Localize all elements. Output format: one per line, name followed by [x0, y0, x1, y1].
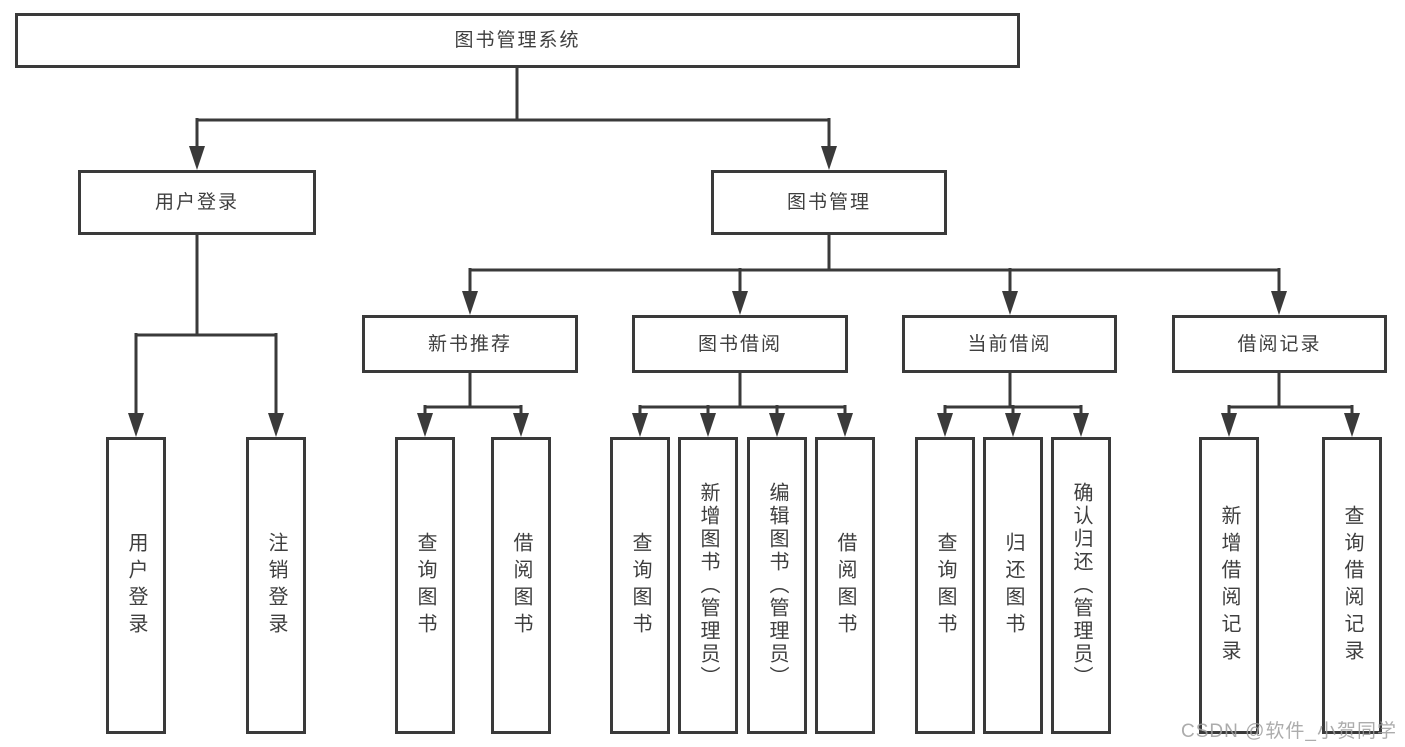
leaf-query-borrow-record: 查询借阅记录	[1322, 437, 1382, 734]
leaf-return-book: 归还图书	[983, 437, 1043, 734]
arrow-down-icon	[632, 413, 648, 437]
csdn-watermark: CSDN @软件_小贺同学	[1181, 721, 1397, 742]
node-book-borrow: 图书借阅	[632, 315, 848, 373]
arrow-down-icon	[1073, 413, 1089, 437]
leaf-logout: 注销登录	[246, 437, 306, 734]
arrow-down-icon	[937, 413, 953, 437]
node-book-management: 图书管理	[711, 170, 947, 235]
arrow-down-icon	[1221, 413, 1237, 437]
arrow-down-icon	[1344, 413, 1360, 437]
arrow-down-icon	[769, 413, 785, 437]
leaf-confirm-return-admin: 确认归还（管理员）	[1051, 437, 1111, 734]
arrow-down-icon	[128, 413, 144, 437]
arrow-down-icon	[821, 146, 837, 170]
leaf-borrow-book: 借阅图书	[815, 437, 875, 734]
arrow-down-icon	[513, 413, 529, 437]
arrow-down-icon	[189, 146, 205, 170]
leaf-add-borrow-record: 新增借阅记录	[1199, 437, 1259, 734]
leaf-borrow-query-book: 查询图书	[610, 437, 670, 734]
arrow-down-icon	[462, 291, 478, 315]
arrow-down-icon	[1002, 291, 1018, 315]
node-current-borrow: 当前借阅	[902, 315, 1117, 373]
leaf-current-query-book: 查询图书	[915, 437, 975, 734]
arrow-down-icon	[700, 413, 716, 437]
node-borrow-records: 借阅记录	[1172, 315, 1387, 373]
leaf-recommend-borrow-book: 借阅图书	[491, 437, 551, 734]
arrow-down-icon	[417, 413, 433, 437]
leaf-add-book-admin: 新增图书（管理员）	[678, 437, 738, 734]
arrow-down-icon	[1271, 291, 1287, 315]
leaf-user-login: 用户登录	[106, 437, 166, 734]
node-user-login: 用户登录	[78, 170, 316, 235]
node-new-book-recommend: 新书推荐	[362, 315, 578, 373]
arrow-down-icon	[837, 413, 853, 437]
arrow-down-icon	[732, 291, 748, 315]
leaf-recommend-query-book: 查询图书	[395, 437, 455, 734]
arrow-down-icon	[1005, 413, 1021, 437]
arrow-down-icon	[268, 413, 284, 437]
node-root: 图书管理系统	[15, 13, 1020, 68]
leaf-edit-book-admin: 编辑图书（管理员）	[747, 437, 807, 734]
